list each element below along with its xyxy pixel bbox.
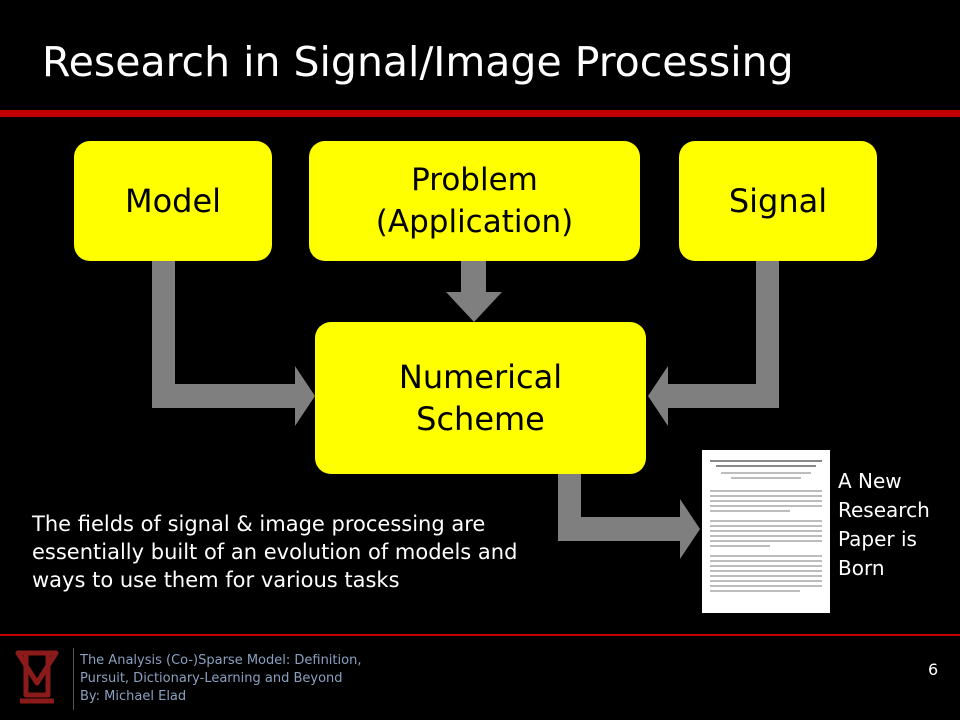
model-label: Model: [124, 182, 222, 220]
signal-box: Signal: [679, 141, 877, 261]
problem-label: Problem (Application): [375, 162, 574, 240]
scheme-label: Numerical Scheme: [398, 358, 563, 438]
research-paper-icon: [702, 450, 830, 613]
slide-title: Research in Signal/Image Processing: [42, 38, 794, 86]
model-box: Model: [74, 141, 272, 261]
page-number: 6: [928, 660, 939, 679]
footer-text: The Analysis (Co-)Sparse Model: Definiti…: [80, 652, 361, 706]
technion-logo-icon: [15, 650, 59, 704]
model-to-scheme-arrow: [152, 261, 315, 426]
title-divider: [0, 110, 960, 117]
problem-to-scheme-arrow: [446, 261, 502, 322]
footer-line-3: By: Michael Elad: [80, 689, 187, 704]
footer-line-2: Pursuit, Dictionary-Learning and Beyond: [80, 671, 343, 686]
numerical-scheme-box: Numerical Scheme: [315, 322, 646, 474]
footer-line-1: The Analysis (Co-)Sparse Model: Definiti…: [80, 653, 362, 668]
signal-label: Signal: [728, 182, 828, 220]
footer-divider: [0, 634, 960, 636]
problem-box: Problem (Application): [309, 141, 640, 261]
footer-separator: [73, 648, 74, 710]
caption-text: The fields of signal & image processing …: [32, 512, 518, 592]
scheme-to-paper-arrow: [558, 474, 700, 559]
signal-to-scheme-arrow: [648, 261, 779, 426]
paper-label: A New Research Paper is Born: [838, 469, 930, 580]
